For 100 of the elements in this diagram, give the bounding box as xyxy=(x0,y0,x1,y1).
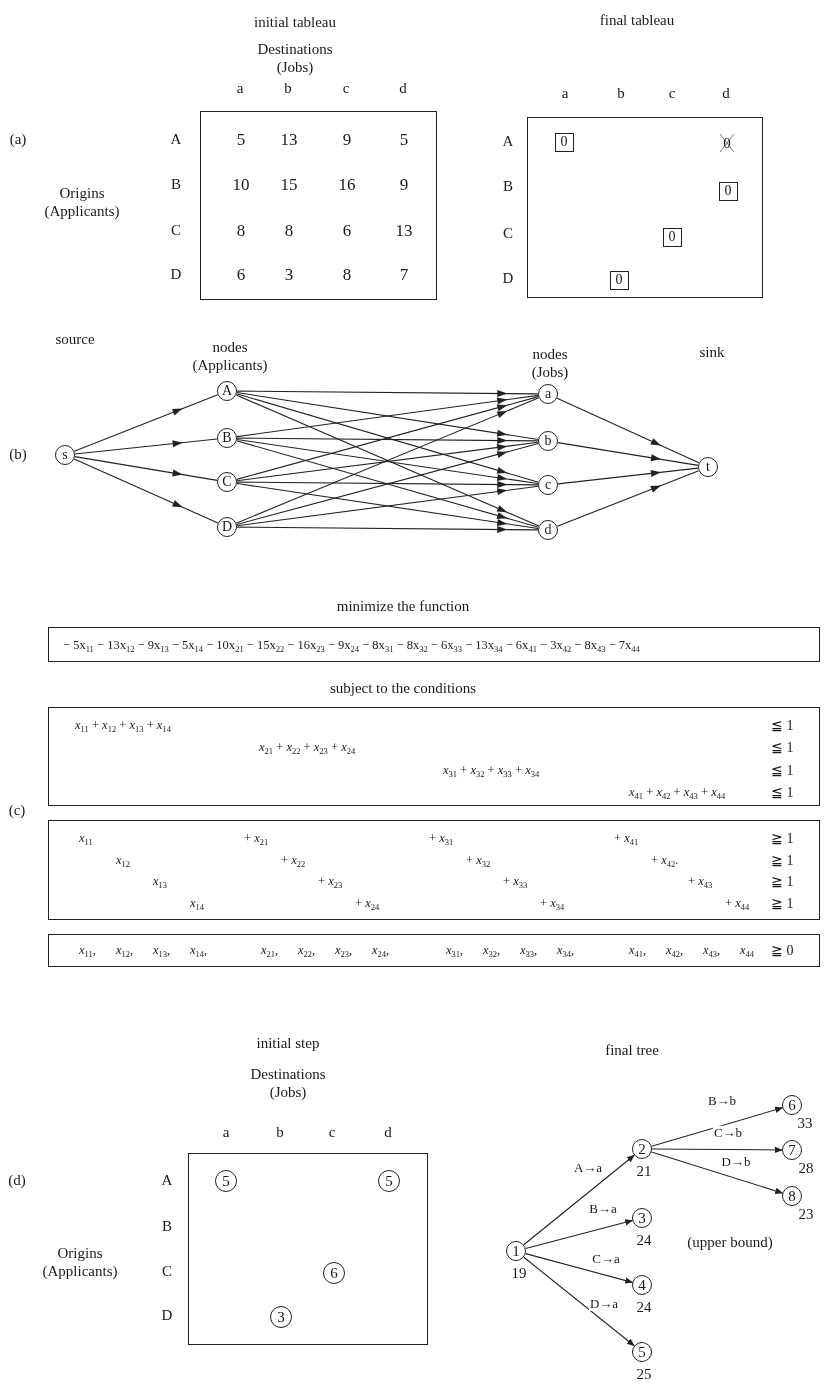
equation: x$_{13}$, xyxy=(153,944,171,958)
cell-value: 13 xyxy=(395,221,413,241)
heading: minimize the function xyxy=(336,597,470,615)
row-label: A xyxy=(161,1171,173,1189)
axis-title: Origins (Applicants) xyxy=(42,1244,118,1280)
node-circle: c xyxy=(538,475,558,495)
cell-value: 6 xyxy=(236,265,246,285)
equation: x$_{31}$, xyxy=(446,944,464,958)
equation: + x$_{41}$ xyxy=(614,832,639,846)
equation-box xyxy=(48,820,820,920)
equation: x$_{33}$, xyxy=(520,944,538,958)
column-label: c xyxy=(668,84,676,102)
row-label: C xyxy=(162,1262,172,1280)
equation: x$_{34}$, xyxy=(557,944,575,958)
equation: x$_{41}$ + x$_{42}$ + x$_{43}$ + x$_{44}$ xyxy=(629,786,726,800)
column-heading: sink xyxy=(699,343,725,361)
bound-value: 23 xyxy=(798,1205,814,1223)
part-label: (b) xyxy=(9,445,27,463)
node-circle: 3 xyxy=(270,1306,292,1328)
equation: x$_{21}$ + x$_{22}$ + x$_{23}$ + x$_{24}$ xyxy=(259,741,356,755)
arrow xyxy=(236,390,539,398)
row-label: D xyxy=(502,269,514,287)
note: (upper bound) xyxy=(687,1233,773,1251)
heading: subject to the conditions xyxy=(329,679,477,697)
equation: + x$_{24}$ xyxy=(355,897,380,911)
arrow xyxy=(556,470,700,527)
equation: + x$_{43}$ xyxy=(688,875,713,889)
arrow xyxy=(73,394,219,452)
node-circle: 4 xyxy=(632,1275,652,1295)
cell-value: 5 xyxy=(399,130,409,150)
node-circle: b xyxy=(538,431,558,451)
node-circle: a xyxy=(538,384,558,404)
bound-value: 25 xyxy=(636,1365,652,1383)
equation: + x$_{21}$ xyxy=(244,832,269,846)
equation: x$_{11}$ + x$_{12}$ + x$_{13}$ + x$_{14}$ xyxy=(75,719,171,733)
node-circle: s xyxy=(55,445,75,465)
equation: x$_{12}$ xyxy=(116,854,131,868)
equation: ≦ 1 xyxy=(771,785,794,801)
cell-value: 3 xyxy=(284,265,294,285)
column-label: c xyxy=(342,79,350,97)
cell-value: 5 xyxy=(236,130,246,150)
arrow xyxy=(556,397,700,464)
matrix-frame xyxy=(188,1153,428,1345)
column-heading: nodes (Applicants) xyxy=(192,338,268,374)
equation: x$_{11}$, xyxy=(79,944,96,958)
node-circle: 5 xyxy=(632,1342,652,1362)
equation: ≧ 1 xyxy=(771,853,794,869)
row-label: C xyxy=(171,221,181,239)
equation: + x$_{42}$. xyxy=(651,854,679,868)
equation: + x$_{33}$ xyxy=(503,875,528,889)
node-circle: d xyxy=(538,520,558,540)
arrow xyxy=(523,1256,635,1347)
column-label: a xyxy=(222,1123,230,1141)
equation: + x$_{23}$ xyxy=(318,875,343,889)
node-circle: 5 xyxy=(215,1170,237,1192)
cell-value: 16 xyxy=(338,175,356,195)
equation: x$_{24}$, xyxy=(372,944,390,958)
cell-value: 13 xyxy=(280,130,298,150)
equation: x$_{23}$, xyxy=(335,944,353,958)
axis-title: Origins (Applicants) xyxy=(44,184,120,220)
equation: ≦ 1 xyxy=(771,718,794,734)
arrow xyxy=(651,1146,783,1154)
row-label: B xyxy=(171,175,181,193)
cell-value: 10 xyxy=(232,175,250,195)
equation: ≧ 1 xyxy=(771,874,794,890)
arrow xyxy=(236,481,539,489)
equation: x$_{14}$, xyxy=(190,944,208,958)
part-label: (c) xyxy=(8,801,26,819)
cell-value: 7 xyxy=(399,265,409,285)
matrix-frame xyxy=(200,111,437,300)
column-label: c xyxy=(328,1123,336,1141)
column-heading: source xyxy=(55,330,95,348)
column-label: d xyxy=(384,1123,392,1141)
heading: Destinations (Jobs) xyxy=(250,1065,326,1101)
row-label: C xyxy=(503,224,513,242)
equation: + x$_{32}$ xyxy=(466,854,491,868)
node-circle: C xyxy=(217,472,237,492)
arrow xyxy=(73,458,219,524)
arrow xyxy=(74,438,218,455)
equation: x$_{21}$, xyxy=(261,944,279,958)
equation: ≧ 0 xyxy=(771,943,794,959)
node-circle: 3 xyxy=(632,1208,652,1228)
bound-value: 28 xyxy=(798,1159,814,1177)
bound-value: 24 xyxy=(636,1231,652,1249)
equation: x$_{44}$ xyxy=(740,944,755,958)
row-label: D xyxy=(170,265,182,283)
part-label: (d) xyxy=(8,1171,26,1189)
bound-value: 19 xyxy=(511,1264,527,1282)
row-label: B xyxy=(162,1217,172,1235)
node-circle: B xyxy=(217,428,237,448)
equation: + x$_{22}$ xyxy=(281,854,306,868)
column-heading: nodes (Jobs) xyxy=(531,345,569,381)
equation: ≦ 1 xyxy=(771,740,794,756)
column-label: d xyxy=(722,84,730,102)
matrix-frame xyxy=(527,117,763,298)
cell-value: 8 xyxy=(342,265,352,285)
column-label: b xyxy=(617,84,625,102)
cell-value: 8 xyxy=(284,221,294,241)
node-circle: 6 xyxy=(782,1095,802,1115)
column-label: b xyxy=(284,79,292,97)
